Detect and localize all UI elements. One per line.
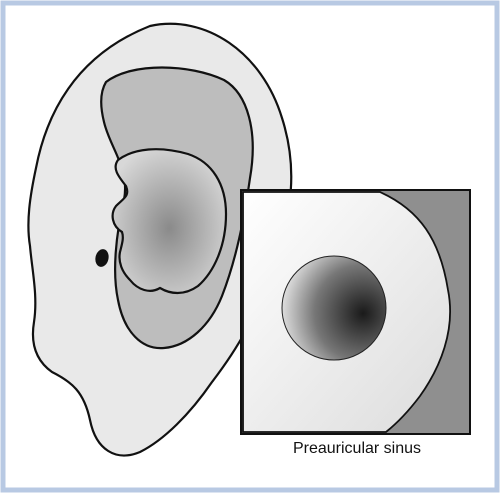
- inset-view: [240, 189, 471, 435]
- sinus-opening: [281, 255, 387, 361]
- concha: [111, 148, 228, 295]
- preauricular-pit: [95, 249, 109, 267]
- figure-caption: Preauricular sinus: [292, 440, 422, 457]
